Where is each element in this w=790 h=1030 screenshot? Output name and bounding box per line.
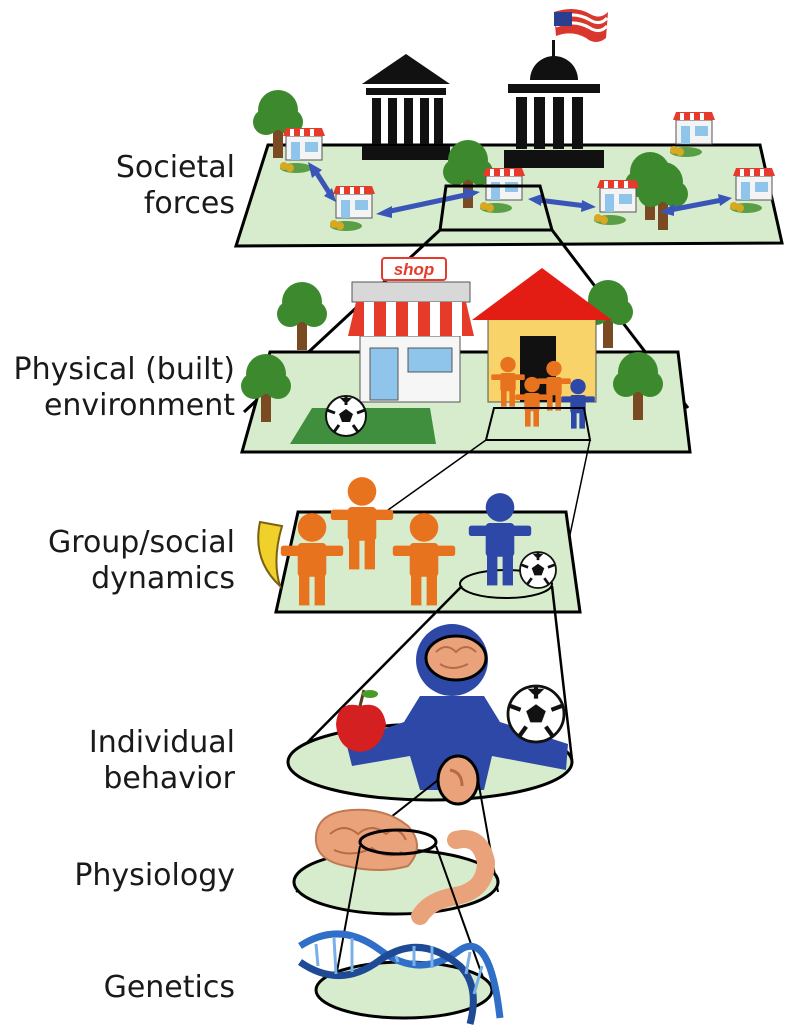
label-line: Physical (built) xyxy=(13,352,235,387)
label-line: Physiology xyxy=(74,858,235,893)
label-line: behavior xyxy=(103,761,235,796)
zoom-line xyxy=(289,585,463,761)
label-line: Group/social xyxy=(48,525,235,560)
label-societal-forces: Societal forces xyxy=(116,150,235,222)
label-genetics: Genetics xyxy=(104,970,235,1006)
stomach-icon xyxy=(411,830,496,925)
label-line: Genetics xyxy=(103,970,235,1005)
trade-arrows xyxy=(308,162,732,218)
zoom-line xyxy=(333,845,361,989)
tree-icon xyxy=(277,282,327,350)
label-line: environment xyxy=(43,388,235,423)
soccer-ball-icon xyxy=(324,394,368,438)
capitol-icon xyxy=(504,40,604,168)
banana-icon xyxy=(257,520,284,590)
zoom-ellipse xyxy=(358,828,438,856)
brain-icon xyxy=(314,808,418,871)
label-physiology: Physiology xyxy=(74,858,235,894)
label-line: Individual xyxy=(88,725,235,760)
brain-icon xyxy=(424,634,488,682)
label-individual-behavior: Individual behavior xyxy=(89,725,235,797)
zoom-line xyxy=(550,585,574,761)
stomach-icon xyxy=(436,754,480,806)
label-line: dynamics xyxy=(91,561,235,596)
soccer-ball-icon xyxy=(508,686,564,742)
shop-icon: shop xyxy=(348,257,474,403)
label-group-social-dynamics: Group/social dynamics xyxy=(48,525,235,597)
zoom-line xyxy=(435,845,487,987)
label-line: forces xyxy=(143,186,235,221)
apple-icon xyxy=(336,689,386,752)
flag-icon xyxy=(554,8,609,42)
label-line: Societal xyxy=(115,150,235,185)
label-physical-environment: Physical (built) environment xyxy=(14,352,235,424)
bank-icon xyxy=(362,54,450,160)
shop-sign-text: shop xyxy=(394,260,435,279)
dna-icon xyxy=(297,930,504,1025)
soccer-ball-icon xyxy=(518,550,558,590)
